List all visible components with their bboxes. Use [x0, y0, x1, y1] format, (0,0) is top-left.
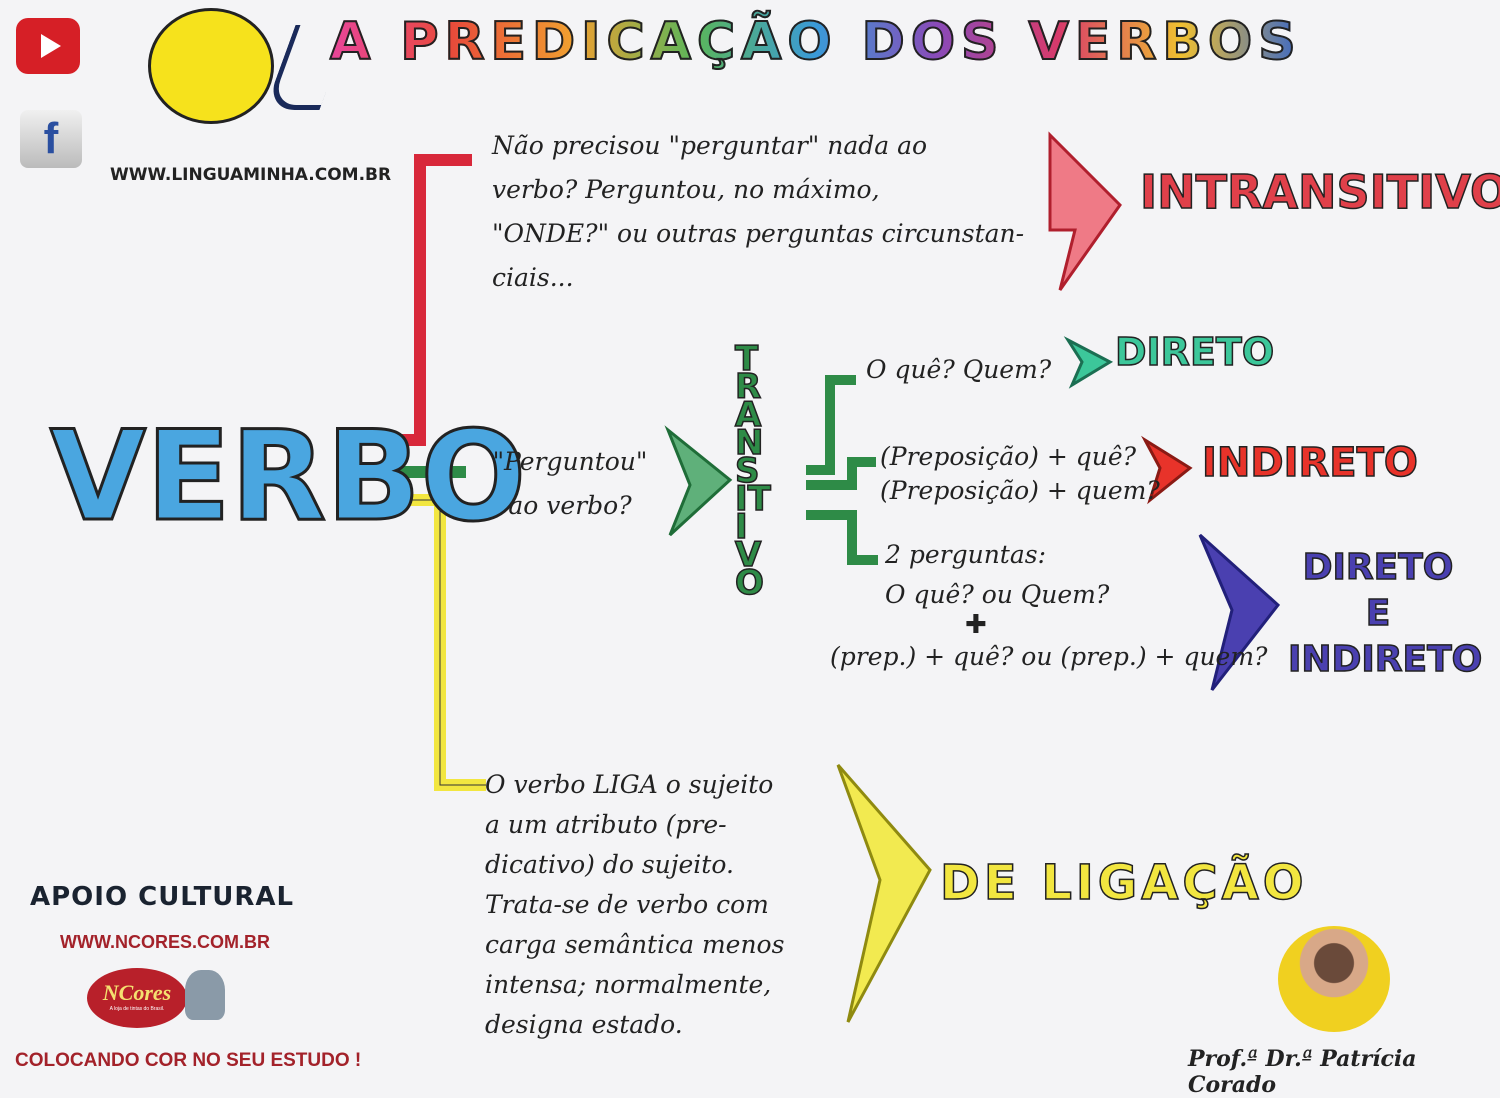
author-avatar	[1278, 926, 1390, 1032]
label-indireto: INDIRETO	[1201, 439, 1418, 487]
youtube-icon[interactable]	[16, 18, 80, 74]
ncores-logo-tagline: A loja de tintas do Brasil.	[109, 1006, 165, 1012]
indireto-question: (Preposição) + quê? (Preposição) + quem?	[880, 442, 1160, 505]
direto-question: O quê? Quem?	[866, 355, 1052, 384]
label-direto: DIRETO	[1114, 329, 1275, 375]
ncores-logo[interactable]: NCores A loja de tintas do Brasil.	[87, 968, 187, 1028]
label-direto-e-indireto: DIRETO E INDIRETO	[1287, 546, 1483, 681]
label-de-ligacao: DE LIGAÇÃO	[939, 854, 1308, 912]
lightbulb-head-logo	[148, 8, 274, 124]
label-intransitivo: INTRANSITIVO	[1139, 164, 1500, 220]
sub-branch-indireto	[806, 457, 876, 490]
website-link[interactable]: WWW.LINGUAMINHA.COM.BR	[110, 165, 392, 185]
ligacao-description: O verbo LIGA o sujeito a um atributo (pr…	[485, 770, 785, 1039]
shark-mascot-icon	[185, 970, 225, 1020]
sponsor-heading: APOIO CULTURAL	[30, 882, 295, 912]
arrow-intransitivo	[1048, 131, 1122, 291]
arrow-transitivo	[664, 425, 733, 537]
transitivo-question: "Perguntou" ao verbo?	[492, 447, 648, 520]
page-title: A PREDICAÇÃO DOS VERBOS	[329, 11, 1302, 73]
direto-indireto-question: 2 perguntas: O quê? ou Quem?	[885, 540, 1110, 609]
ncores-logo-text: NCores	[102, 980, 172, 1005]
sub-branch-direto-indireto	[806, 510, 878, 565]
arrow-direto	[1063, 336, 1114, 389]
plus-icon: ✚	[965, 610, 987, 640]
author-name: Prof.ª Dr.ª Patrícia Corado	[1188, 1046, 1417, 1098]
red-branch	[390, 154, 472, 446]
sponsor-website[interactable]: WWW.NCORES.COM.BR	[60, 932, 270, 952]
intransitivo-description: Não precisou "perguntar" nada ao verbo? …	[492, 131, 1025, 292]
arrow-indireto	[1141, 435, 1193, 505]
arrow-ligacao	[836, 764, 932, 1023]
root-verbo: VERBO	[48, 404, 527, 551]
label-transitivo: TRANSITIVO	[734, 339, 771, 603]
arrow-direto-indireto	[1198, 533, 1281, 691]
facebook-icon[interactable]: f	[20, 110, 82, 168]
sub-branch-direto	[806, 375, 856, 475]
direto-indireto-question-2: (prep.) + quê? ou (prep.) + quem?	[830, 642, 1268, 671]
sponsor-slogan: COLOCANDO COR NO SEU ESTUDO !	[15, 1050, 362, 1071]
